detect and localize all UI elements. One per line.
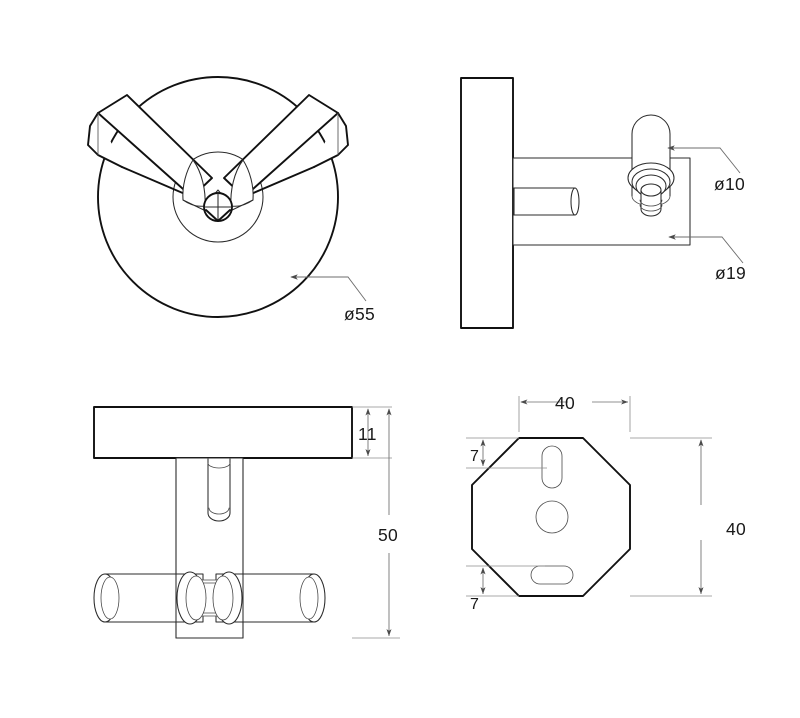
- mounting-peg-body: [513, 187, 576, 216]
- center-pin-bottom-seam: [208, 507, 230, 515]
- mounting-peg-right-cap: [570, 187, 580, 216]
- center-hole: [535, 500, 569, 534]
- top-view: 11 50: [93, 406, 400, 639]
- wall-backplate-profile: [460, 77, 514, 329]
- hook-arm-left: [97, 94, 213, 198]
- hook-arm-right-cap: [313, 112, 349, 168]
- hook-arm-right-lower-edge: [243, 166, 315, 198]
- hook-arm-left-lower-edge: [121, 166, 193, 198]
- rod-left-inner-cap: [100, 576, 120, 620]
- dia55-label: ø55: [344, 304, 375, 324]
- dia55-leader-line: [290, 274, 367, 302]
- front-view: ø55: [87, 76, 375, 324]
- lower-slot: [530, 565, 574, 585]
- center-pin-top-seam: [207, 462, 231, 469]
- boss-pin-seam-2: [639, 204, 663, 212]
- dim40h-label: 40: [726, 519, 746, 539]
- hook-arm-left-cap: [87, 112, 123, 168]
- rod-right-inner-cap: [299, 576, 319, 620]
- plate-view: 40 40 7 7: [466, 393, 746, 613]
- hook-arm-right: [223, 94, 339, 198]
- center-boss-cone: [205, 209, 231, 222]
- dia10-label: ø10: [714, 174, 745, 194]
- boss-pin-seam-1: [639, 199, 663, 207]
- dia19-leader-line: [668, 234, 744, 264]
- boss-pin-body: [640, 189, 662, 217]
- dim7bottom-label: 7: [470, 596, 479, 613]
- dim11-label: 11: [358, 424, 377, 444]
- side-view: ø10 ø19: [460, 77, 746, 329]
- top-plate-profile: [93, 406, 353, 459]
- stem-outline: [175, 457, 244, 639]
- upper-slot: [541, 445, 563, 489]
- boss-pin-top-ellipse: [640, 183, 662, 197]
- rod-right-inner-end-seam: [212, 575, 234, 621]
- dim40w-label: 40: [555, 393, 575, 413]
- rod-left-inner-end-seam: [185, 575, 207, 621]
- center-pin-body: [207, 458, 231, 522]
- dim50-label: 50: [378, 525, 398, 545]
- dia19-label: ø19: [715, 263, 746, 283]
- dia10-leader-line: [667, 145, 741, 174]
- dim7top-label: 7: [470, 448, 479, 465]
